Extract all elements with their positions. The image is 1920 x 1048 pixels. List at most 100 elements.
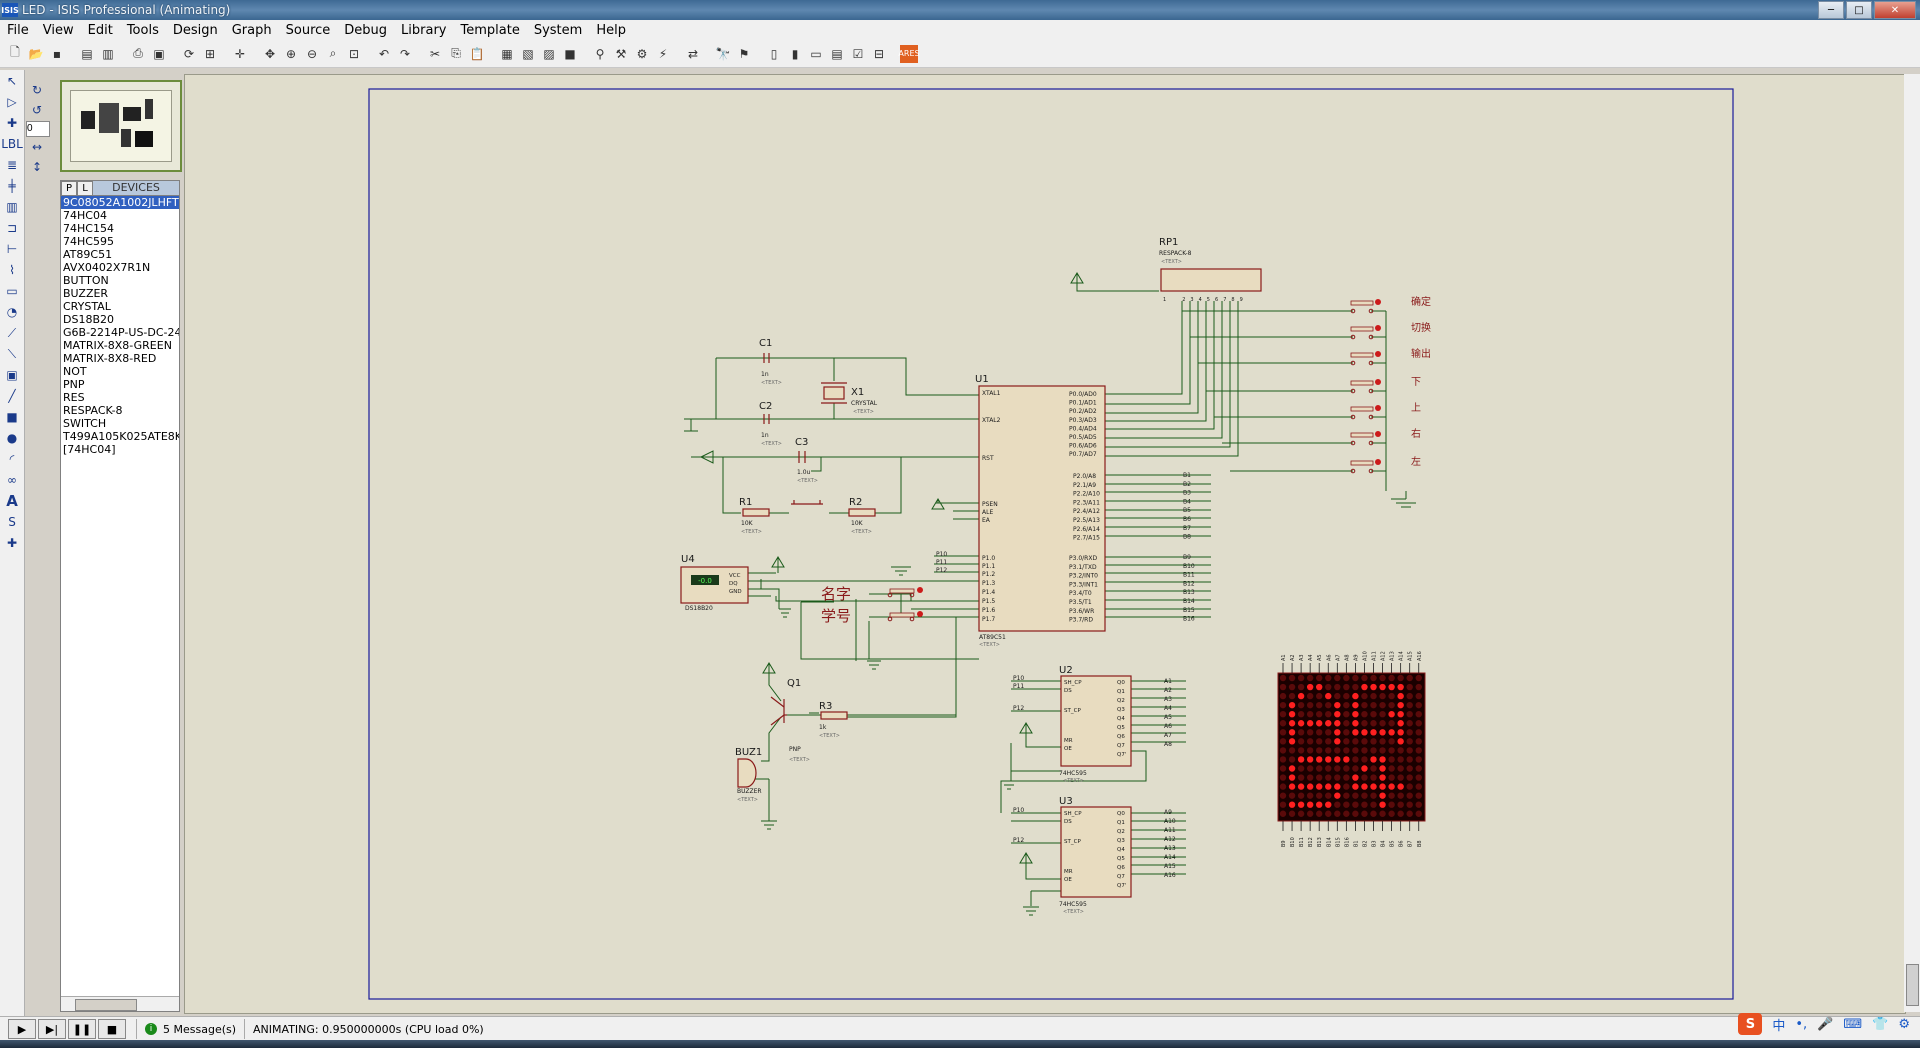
- subcircuit-icon[interactable]: ▥: [6, 200, 18, 214]
- pushbutton[interactable]: [1350, 431, 1381, 446]
- text-tool-icon[interactable]: A: [6, 492, 18, 510]
- ares-icon[interactable]: ARES: [898, 44, 920, 63]
- stop-button[interactable]: ■: [98, 1019, 126, 1039]
- netlist-icon[interactable]: ⊟: [873, 46, 885, 61]
- device-list-item[interactable]: BUZZER: [63, 287, 109, 300]
- component-mode-icon[interactable]: ▷: [7, 95, 17, 109]
- text-script-icon[interactable]: ≣: [6, 158, 18, 172]
- graph-mode-icon[interactable]: ⌇: [9, 263, 15, 277]
- block-delete-icon[interactable]: ■: [564, 46, 576, 61]
- schematic-canvas[interactable]: -0.0 确定 切换 输出 下 上 右: [184, 74, 1906, 1014]
- refresh-icon[interactable]: ⟳: [183, 46, 195, 61]
- sogou-ime-icon[interactable]: S: [1738, 1013, 1763, 1035]
- symbol-tool-icon[interactable]: S: [8, 515, 16, 529]
- device-list-item[interactable]: RES: [63, 391, 85, 404]
- buses-icon[interactable]: ╪: [8, 179, 16, 193]
- device-list-item[interactable]: T499A105K025ATE8K0: [63, 430, 179, 443]
- device-list-item[interactable]: MATRIX-8X8-GREEN: [63, 339, 172, 352]
- line-tool-icon[interactable]: ╱: [8, 389, 16, 403]
- zoom-out-icon[interactable]: ⊖: [306, 46, 318, 61]
- wire-label-icon[interactable]: LBL: [1, 137, 23, 151]
- undo-icon[interactable]: ↶: [378, 46, 390, 61]
- buz1-buzzer[interactable]: [737, 758, 757, 788]
- device-list-scrollbar[interactable]: [61, 996, 179, 1011]
- path-tool-icon[interactable]: ∞: [7, 473, 17, 487]
- device-list-item[interactable]: CRYSTAL: [63, 300, 111, 313]
- current-probe-icon[interactable]: ⟍: [7, 346, 17, 361]
- flip-horizontal-icon[interactable]: ↔: [31, 139, 43, 154]
- tape-recorder-icon[interactable]: ▭: [6, 284, 18, 298]
- property-assign-icon[interactable]: ⚑: [738, 46, 750, 61]
- menu-tools[interactable]: Tools: [126, 22, 159, 38]
- new-file-icon[interactable]: 🗋: [10, 45, 20, 59]
- messages-indicator[interactable]: i 5 Message(s): [136, 1019, 246, 1039]
- wire-autorouter-icon[interactable]: ⇄: [687, 46, 699, 61]
- device-list-item[interactable]: AVX0402X7R1N: [63, 261, 151, 274]
- pushbutton[interactable]: [1350, 379, 1381, 394]
- pushbutton[interactable]: [1350, 459, 1381, 474]
- zoom-area-icon[interactable]: ⊡: [348, 46, 360, 61]
- device-list-item[interactable]: G6B-2214P-US-DC-24: [63, 326, 179, 339]
- overview-window[interactable]: [60, 80, 182, 172]
- u2-chip[interactable]: [1060, 675, 1132, 767]
- menu-edit[interactable]: Edit: [87, 22, 113, 38]
- selection-mode-icon[interactable]: ↖: [6, 74, 18, 88]
- skin-icon[interactable]: 👕: [1872, 1016, 1889, 1032]
- pick-device-icon[interactable]: ⚲: [595, 46, 605, 61]
- menu-help[interactable]: Help: [596, 22, 626, 38]
- print-area-icon[interactable]: ▣: [153, 46, 165, 61]
- bom-icon[interactable]: ▤: [831, 46, 843, 61]
- step-button[interactable]: ▶|: [38, 1019, 66, 1039]
- maximize-button[interactable]: □: [1846, 1, 1872, 19]
- device-pins-icon[interactable]: ⊢: [6, 242, 18, 256]
- generator-icon[interactable]: ◔: [6, 305, 18, 319]
- tools-icon[interactable]: ⚙: [1898, 1016, 1910, 1032]
- terminals-icon[interactable]: ⊐: [6, 221, 18, 235]
- pause-button[interactable]: ❚❚: [68, 1019, 96, 1039]
- make-device-icon[interactable]: ⚒: [615, 46, 627, 61]
- pick-devices-button[interactable]: P: [61, 181, 77, 196]
- search-tag-icon[interactable]: 🔭: [715, 46, 731, 61]
- device-list-item[interactable]: [74HC04]: [63, 443, 116, 456]
- device-list-item[interactable]: MATRIX-8X8-RED: [63, 352, 157, 365]
- menu-template[interactable]: Template: [460, 22, 520, 38]
- export-icon[interactable]: ▥: [102, 46, 114, 61]
- cut-icon[interactable]: ✂: [429, 46, 441, 61]
- device-list-item[interactable]: NOT: [63, 365, 87, 378]
- pushbutton[interactable]: [1350, 405, 1381, 420]
- menu-source[interactable]: Source: [285, 22, 331, 38]
- pushbutton[interactable]: [1350, 325, 1381, 340]
- menu-graph[interactable]: Graph: [231, 22, 272, 38]
- menu-system[interactable]: System: [533, 22, 583, 38]
- exit-parent-icon[interactable]: ▭: [810, 46, 822, 61]
- marker-tool-icon[interactable]: ✚: [6, 536, 18, 550]
- zoom-all-icon[interactable]: ⌕: [329, 46, 337, 60]
- keyboard-icon[interactable]: ⌨: [1843, 1016, 1863, 1032]
- erc-icon[interactable]: ☑: [852, 46, 864, 61]
- scroll-thumb[interactable]: [1906, 964, 1919, 1006]
- block-copy-icon[interactable]: ▦: [501, 46, 513, 61]
- rotation-angle-input[interactable]: [26, 120, 50, 137]
- library-manager-button[interactable]: L: [77, 181, 93, 196]
- zoom-in-icon[interactable]: ⊕: [285, 46, 297, 61]
- import-icon[interactable]: ▤: [81, 46, 93, 61]
- open-file-icon[interactable]: 📂: [28, 46, 44, 61]
- block-move-icon[interactable]: ▧: [522, 46, 534, 61]
- pushbutton[interactable]: [1350, 299, 1381, 314]
- vertical-scrollbar[interactable]: [1904, 74, 1920, 1012]
- device-list-item[interactable]: 74HC595: [63, 235, 114, 248]
- redo-icon[interactable]: ↷: [399, 46, 411, 61]
- menu-design[interactable]: Design: [172, 22, 218, 38]
- origin-icon[interactable]: ✛: [234, 46, 246, 61]
- q1-transistor[interactable]: [770, 696, 787, 726]
- u3-chip[interactable]: [1060, 806, 1132, 898]
- grid-icon[interactable]: ⊞: [204, 46, 216, 61]
- pushbutton[interactable]: [1350, 351, 1381, 366]
- device-list-item[interactable]: 9C08052A1002JLHFT: [61, 196, 179, 209]
- menu-view[interactable]: View: [42, 22, 74, 38]
- package-tool-icon[interactable]: ⚙: [636, 46, 648, 61]
- close-button[interactable]: ✕: [1874, 1, 1916, 19]
- device-list-item[interactable]: 74HC154: [63, 222, 114, 235]
- flip-vertical-icon[interactable]: ↕: [31, 159, 43, 174]
- box-tool-icon[interactable]: ■: [6, 410, 18, 424]
